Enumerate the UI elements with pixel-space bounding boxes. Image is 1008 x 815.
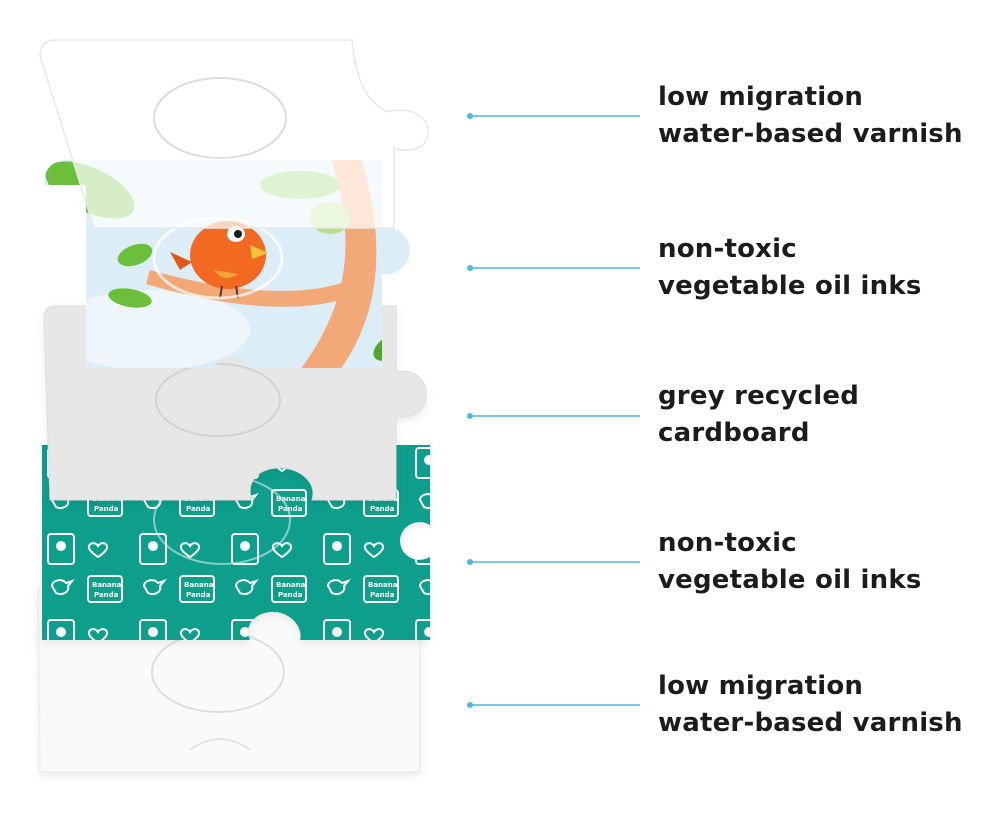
layer-label-cardboard: grey recycled cardboard: [658, 378, 998, 452]
label-line: cardboard: [658, 418, 810, 448]
label-line: water-based varnish: [658, 708, 963, 738]
label-line: vegetable oil inks: [658, 565, 922, 595]
bird-illustration: [170, 221, 268, 299]
label-line: water-based varnish: [658, 119, 963, 149]
label-line: non-toxic: [658, 528, 797, 558]
connector-lines: [467, 113, 640, 708]
connector-0: [467, 113, 640, 119]
layer-label-varnish-top: low migration water-based varnish: [658, 79, 998, 153]
layer-label-varnish-bottom: low migration water-based varnish: [658, 668, 998, 742]
label-line: grey recycled: [658, 381, 860, 411]
connector-3: [467, 559, 640, 565]
label-line: low migration: [658, 671, 864, 701]
label-line: non-toxic: [658, 234, 797, 264]
layer-label-ink-front: non-toxic vegetable oil inks: [658, 231, 998, 305]
connector-4: [467, 702, 640, 708]
label-line: vegetable oil inks: [658, 271, 922, 301]
layer-label-ink-back: non-toxic vegetable oil inks: [658, 525, 998, 599]
connector-2: [467, 413, 640, 419]
connector-1: [467, 265, 640, 271]
label-line: low migration: [658, 82, 864, 112]
layer-varnish-top: [39, 39, 429, 229]
